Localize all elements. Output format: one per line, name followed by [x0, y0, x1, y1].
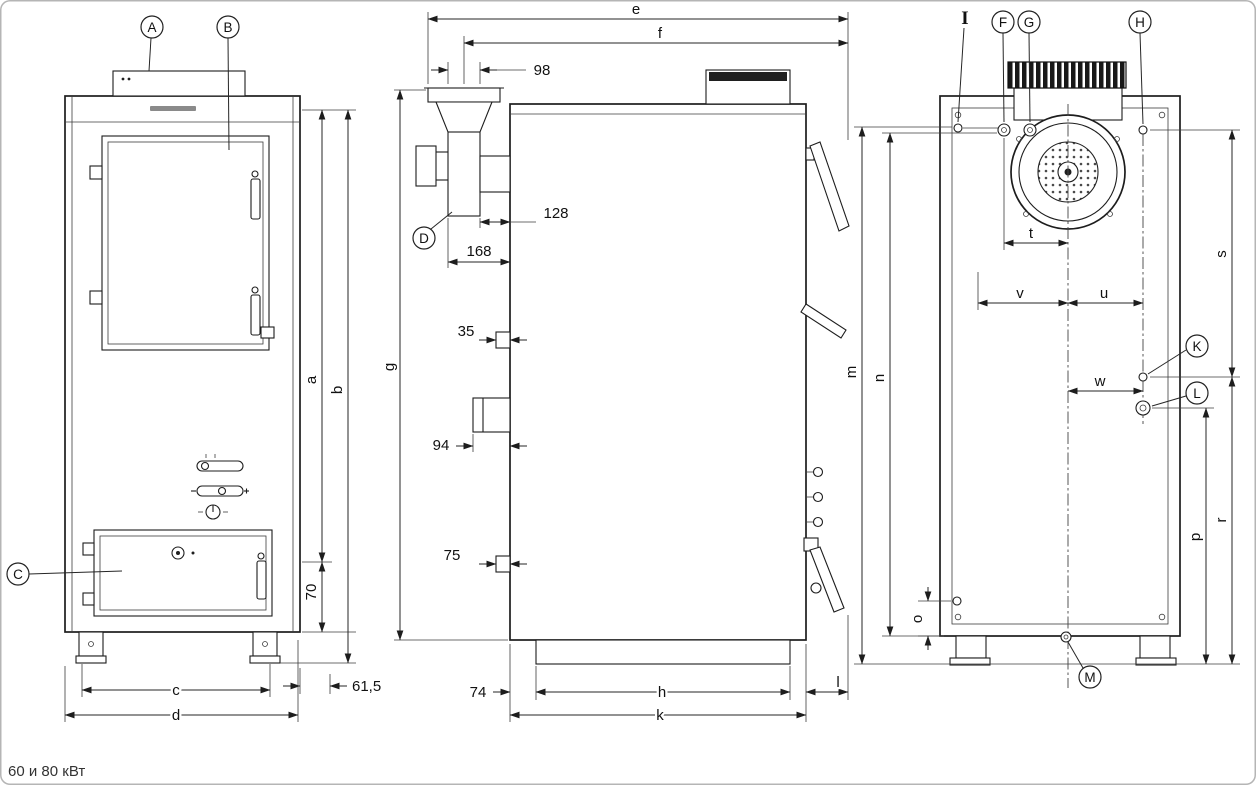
rear-connections	[952, 123, 1151, 643]
dim-label-v: v	[1016, 285, 1024, 302]
dim-label-f: f	[658, 25, 663, 42]
section-marker-i-label: I	[961, 8, 968, 29]
flue-connection	[415, 87, 511, 217]
dim-label-l: l	[836, 674, 839, 691]
dim-label-h: h	[658, 684, 666, 701]
front-upper-door	[89, 135, 275, 351]
dim-label-94: 94	[433, 437, 450, 454]
rear-feet	[949, 635, 1177, 666]
draft-regulator-controls	[191, 454, 249, 520]
callout-H: H	[1128, 10, 1152, 125]
dim-label-s: s	[1213, 250, 1230, 258]
top-control-panel	[112, 70, 246, 97]
dim-label-98: 98	[534, 62, 551, 79]
dim-label-128: 128	[543, 205, 568, 222]
callout-C: C	[6, 562, 123, 586]
rear-dimensions: m n o t v u w s r p	[841, 126, 1240, 665]
callout-A: A	[140, 15, 164, 72]
hinge-icon	[89, 165, 103, 180]
callout-l-label: L	[1193, 386, 1201, 401]
callout-a-label: A	[147, 20, 156, 35]
dim-label-a: a	[303, 375, 320, 384]
callout-D: D	[412, 211, 453, 250]
dim-label-70: 70	[303, 584, 320, 601]
callout-f-label: F	[999, 15, 1007, 30]
hinge-icon	[89, 290, 103, 305]
door-handle-icon	[250, 178, 261, 220]
callout-L: L	[1151, 381, 1209, 407]
callout-k-label: K	[1192, 339, 1201, 354]
hinge-icon	[82, 592, 95, 606]
front-lower-door	[82, 529, 273, 617]
front-dimensions: a 70 b 61,5 c d	[64, 109, 383, 726]
dim-label-u: u	[1100, 285, 1108, 302]
dim-label-w: w	[1094, 373, 1106, 390]
callout-d-label: D	[419, 231, 429, 246]
top-air-outlet	[705, 69, 791, 105]
callout-M: M	[1067, 641, 1102, 689]
callout-c-label: C	[13, 567, 23, 582]
dim-label-74: 74	[470, 684, 487, 701]
door-handle-icon	[250, 294, 261, 336]
dim-label-g: g	[381, 363, 398, 371]
hinge-icon	[82, 542, 95, 556]
dim-label-n: n	[871, 374, 888, 382]
dim-label-c: c	[172, 682, 180, 699]
side-body-outline	[509, 103, 807, 641]
dim-label-b: b	[329, 386, 346, 394]
callout-g-label: G	[1024, 15, 1035, 30]
dim-label-168: 168	[466, 243, 491, 260]
callout-b-label: B	[223, 20, 232, 35]
middle-lever-icon	[800, 303, 847, 339]
connection-stub-35	[495, 331, 511, 349]
dim-label-35: 35	[458, 323, 475, 340]
rear-view: m n o t v u w s r p	[841, 8, 1240, 689]
side-handles	[800, 141, 850, 613]
dim-label-d: d	[172, 707, 180, 724]
dim-label-o: o	[909, 615, 926, 623]
lower-lever-icon	[809, 546, 845, 613]
connection-flange-94	[472, 397, 511, 433]
dim-label-e: e	[632, 1, 640, 18]
marker-I: I	[957, 8, 969, 123]
callout-G: G	[1017, 10, 1041, 123]
door-handle-icon	[256, 560, 267, 600]
callout-F: F	[991, 10, 1015, 123]
fan-grille-icon	[1007, 61, 1127, 89]
dim-label-75: 75	[444, 547, 461, 564]
dim-label-m: m	[843, 366, 860, 379]
front-view: A B C a 70 b 61,5	[6, 15, 383, 726]
upper-lever-icon	[809, 141, 850, 232]
dim-label-t: t	[1029, 225, 1034, 242]
front-legs	[75, 631, 281, 664]
side-base	[535, 639, 791, 665]
side-dimensions: e f g 98 128 168 35	[379, 0, 849, 726]
flue-bracket	[415, 145, 437, 187]
callout-h-label: H	[1135, 15, 1145, 30]
side-view: D e f g 98 128 168	[379, 0, 850, 726]
dim-label-p: p	[1187, 533, 1204, 541]
callout-m-label: M	[1084, 670, 1095, 685]
dim-label-61-5: 61,5	[352, 678, 381, 695]
connection-stub-75	[495, 555, 511, 573]
dim-label-r: r	[1213, 518, 1230, 523]
front-body-outline	[64, 95, 301, 633]
power-rating-caption: 60 и 80 кВт	[8, 763, 85, 780]
door-latch-icon	[260, 326, 275, 339]
callout-B: B	[216, 15, 240, 151]
callout-K: K	[1147, 334, 1209, 375]
dim-label-k: k	[656, 707, 664, 724]
flue-gas-fan	[1007, 61, 1127, 230]
brand-text-mark	[150, 106, 196, 111]
